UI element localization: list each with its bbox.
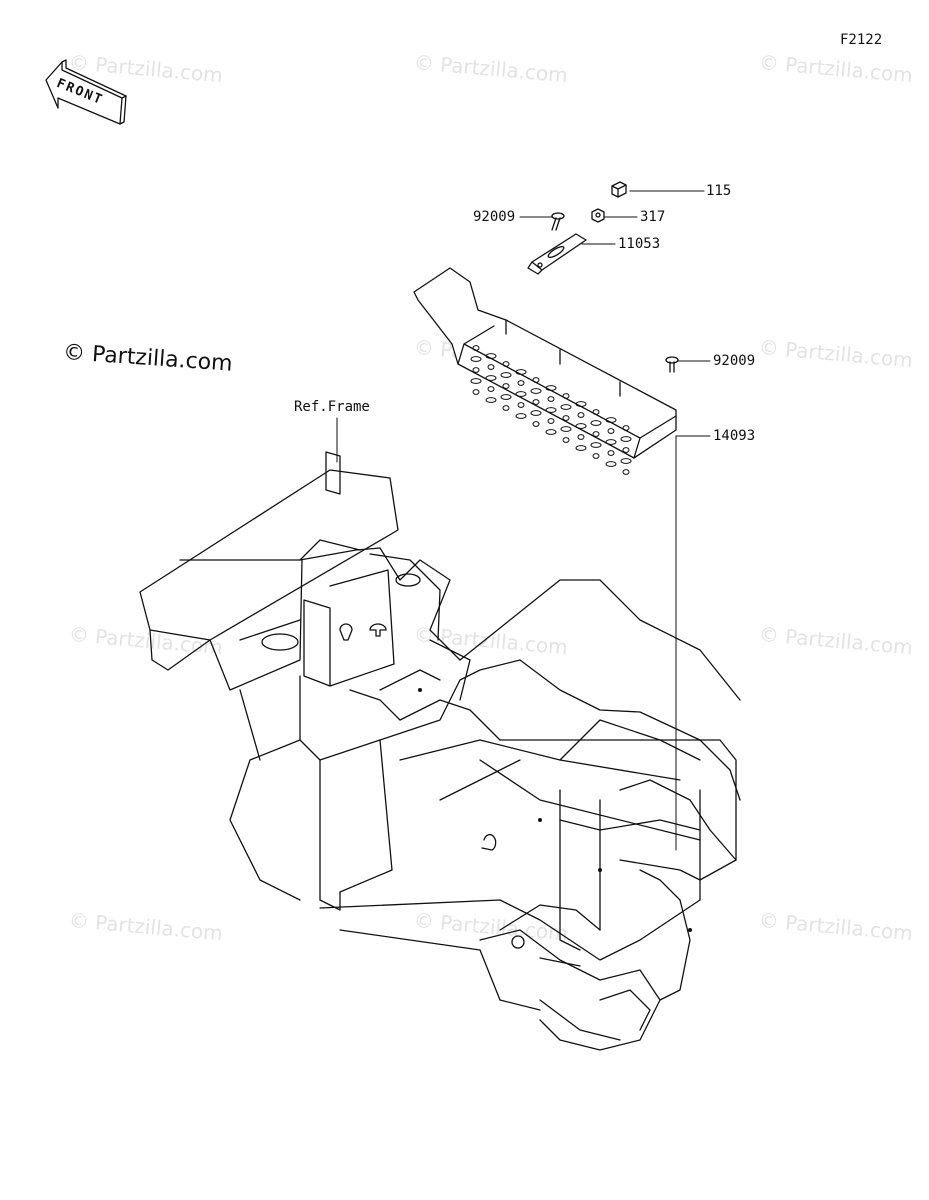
- step-plate-hole: [622, 425, 630, 431]
- step-plate-hole: [517, 380, 525, 386]
- step-plate-hole: [470, 356, 482, 362]
- step-plate-hole: [577, 412, 585, 418]
- step-plate-hole: [590, 420, 602, 426]
- step-plate-hole: [562, 415, 570, 421]
- part-number-11053[interactable]: 11053: [618, 236, 661, 252]
- step-plate-hole: [532, 399, 540, 405]
- step-plate-hole: [575, 445, 587, 451]
- step-plate-hole: [547, 418, 555, 424]
- part-number-115[interactable]: 115: [706, 183, 732, 199]
- step-plate-hole: [575, 401, 587, 407]
- step-plate-hole: [487, 364, 495, 370]
- step-plate-hole: [472, 389, 480, 395]
- ref-frame-label: Ref.Frame: [294, 399, 370, 415]
- step-plate-hole: [485, 397, 497, 403]
- step-plate-hole: [592, 453, 600, 459]
- step-plate-hole: [607, 428, 615, 434]
- bracket-11053: [527, 233, 587, 275]
- step-plate-hole: [575, 423, 587, 429]
- bolt-115-icon: [611, 181, 627, 198]
- front-arrow-icon: [45, 59, 127, 125]
- step-plate-hole: [547, 396, 555, 402]
- step-plate-hole: [485, 353, 497, 359]
- step-plate-hole: [545, 407, 557, 413]
- step-plate-hole: [502, 405, 510, 411]
- step-plate-hole: [560, 426, 572, 432]
- step-plate-14093: [413, 267, 677, 459]
- step-plate-hole: [622, 469, 630, 475]
- step-plate-hole: [530, 410, 542, 416]
- step-plate-hole: [590, 442, 602, 448]
- step-plate-hole: [620, 436, 632, 442]
- bolt-92009-right-icon: [665, 356, 679, 373]
- step-plate-hole: [577, 434, 585, 440]
- part-number-14093[interactable]: 14093: [713, 428, 756, 444]
- step-plate-hole: [500, 394, 512, 400]
- step-plate-hole: [545, 429, 557, 435]
- step-plate-hole: [562, 393, 570, 399]
- step-plate-hole: [515, 391, 527, 397]
- step-plate-hole: [622, 447, 630, 453]
- step-plate-hole: [605, 417, 617, 423]
- step-plate-hole: [470, 378, 482, 384]
- step-plate-hole: [500, 372, 512, 378]
- step-plate-hole: [605, 461, 617, 467]
- step-plate-hole: [562, 437, 570, 443]
- vehicle-frame: [139, 451, 741, 1051]
- step-plate-hole: [592, 431, 600, 437]
- nut-317-icon: [591, 208, 605, 223]
- step-plate-hole: [472, 367, 480, 373]
- step-plate-hole: [605, 439, 617, 445]
- step-plate-hole: [502, 361, 510, 367]
- step-plate-hole: [530, 388, 542, 394]
- step-plate-hole: [560, 404, 572, 410]
- step-plate-hole: [620, 458, 632, 464]
- bolt-92009-top-icon: [551, 212, 565, 231]
- part-number-92009[interactable]: 92009: [713, 353, 756, 369]
- step-plate-hole: [532, 421, 540, 427]
- step-plate-hole: [472, 345, 480, 351]
- step-plate-hole: [487, 386, 495, 392]
- step-plate-hole: [515, 369, 527, 375]
- part-number-317[interactable]: 317: [640, 209, 666, 225]
- step-plate-hole: [517, 402, 525, 408]
- step-plate-hole: [485, 375, 497, 381]
- part-number-92009[interactable]: 92009: [473, 209, 516, 225]
- step-plate-hole: [545, 385, 557, 391]
- step-plate-hole: [532, 377, 540, 383]
- step-plate-hole: [607, 450, 615, 456]
- step-plate-hole: [592, 409, 600, 415]
- diagram-code: F2122: [840, 32, 883, 48]
- step-plate-hole: [515, 413, 527, 419]
- step-plate-hole: [502, 383, 510, 389]
